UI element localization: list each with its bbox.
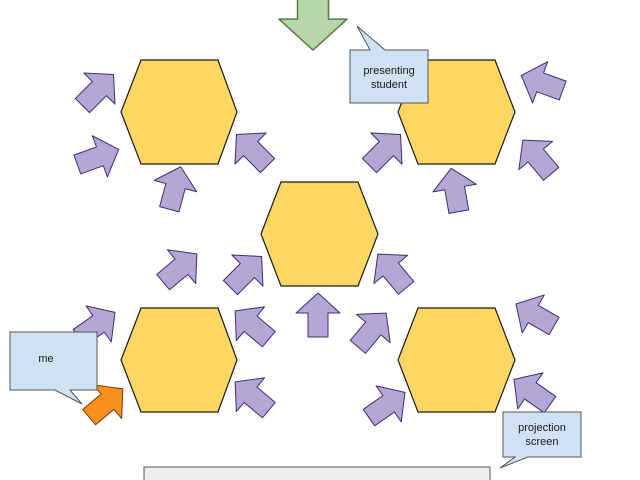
arrow-shape	[156, 249, 198, 291]
callout-me-text: me	[38, 353, 53, 365]
arrow-shape	[432, 167, 477, 214]
arrow-shape	[234, 132, 276, 174]
arrow-shape	[153, 166, 198, 213]
arrow-shape	[515, 294, 560, 336]
hexagon-table-center	[260, 181, 379, 287]
arrow-shape	[349, 312, 391, 354]
arrow-shape	[74, 72, 116, 114]
hexagon-table-bottom-right	[397, 307, 516, 413]
student-arrow	[515, 294, 560, 336]
student-arrow	[432, 167, 477, 214]
arrow-shape	[234, 306, 276, 348]
arrow-shape	[234, 377, 276, 419]
student-arrow	[234, 132, 276, 174]
student-arrow	[373, 253, 415, 295]
student-arrow	[295, 292, 341, 338]
student-arrow	[153, 166, 198, 213]
student-arrow	[73, 135, 120, 178]
student-arrow	[222, 254, 264, 296]
student-arrow	[74, 72, 116, 114]
arrow-shape	[373, 253, 415, 295]
projection-screen	[143, 466, 491, 480]
arrow-shape	[520, 61, 567, 104]
hexagon-table-top-left	[120, 59, 238, 165]
student-arrow	[234, 306, 276, 348]
callout-presenting-line1: presenting	[363, 65, 414, 77]
student-arrow	[518, 139, 560, 181]
callout-me: me	[9, 331, 98, 405]
student-arrow	[520, 61, 567, 104]
arrow-shape	[513, 372, 557, 414]
arrow-shape	[295, 292, 341, 338]
student-arrow	[156, 249, 198, 291]
green-down-arrow	[278, 0, 348, 51]
arrow-shape	[361, 132, 403, 174]
student-arrow	[349, 312, 391, 354]
callout-screen-line1: projection	[518, 422, 566, 434]
callout-projection-screen: projection screen	[499, 411, 582, 469]
callout-presenting-line2: student	[371, 79, 407, 91]
student-arrow	[362, 385, 406, 427]
student-arrow	[513, 372, 557, 414]
arrow-shape	[362, 385, 406, 427]
student-arrow	[361, 132, 403, 174]
arrow-shape	[222, 254, 264, 296]
callout-presenting-student: presenting student	[349, 25, 429, 104]
arrow-shape	[278, 0, 348, 51]
arrow-shape	[518, 139, 560, 181]
hexagon-table-bottom-left	[120, 307, 238, 413]
student-arrow	[234, 377, 276, 419]
callout-screen-line2: screen	[525, 436, 558, 448]
arrow-shape	[73, 135, 120, 178]
